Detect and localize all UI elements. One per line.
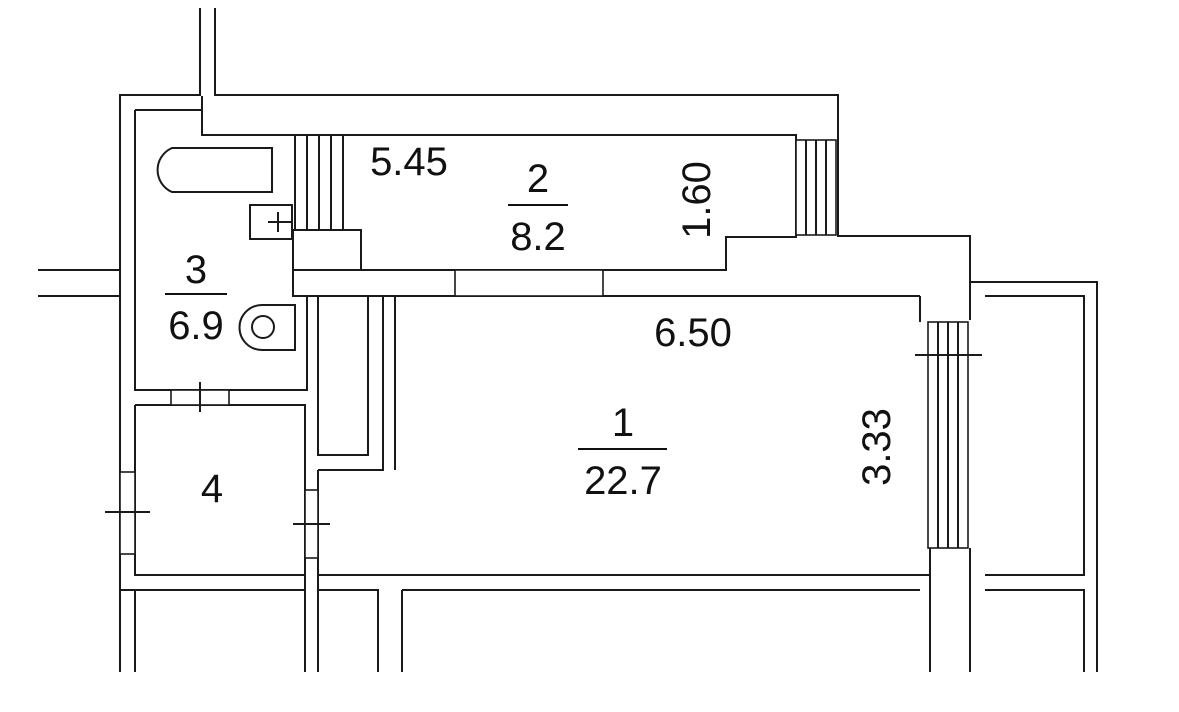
room-1-number: 1 (612, 401, 634, 445)
living-width: 3.33 (855, 408, 899, 486)
kitchen-fixtures (292, 134, 362, 271)
room-3-area: 6.9 (168, 304, 224, 348)
bathroom-fixtures (156, 147, 296, 351)
room-labels: 1 22.7 2 8.2 3 6.9 4 (165, 157, 667, 511)
dimension-labels: 5.45 1.60 6.50 3.33 (370, 140, 899, 486)
toilet-icon (238, 304, 296, 351)
room-4-number: 4 (201, 467, 223, 511)
windows (795, 139, 982, 549)
living-length: 6.50 (654, 311, 732, 355)
bathtub-icon (156, 147, 273, 193)
kitchen-width: 1.60 (675, 161, 719, 239)
room-2-area: 8.2 (510, 215, 566, 259)
kitchen-length: 5.45 (370, 140, 448, 184)
room-3-number: 3 (185, 248, 207, 292)
room-1-area: 22.7 (584, 459, 662, 503)
room-2-number: 2 (527, 157, 549, 201)
doors (105, 269, 604, 559)
